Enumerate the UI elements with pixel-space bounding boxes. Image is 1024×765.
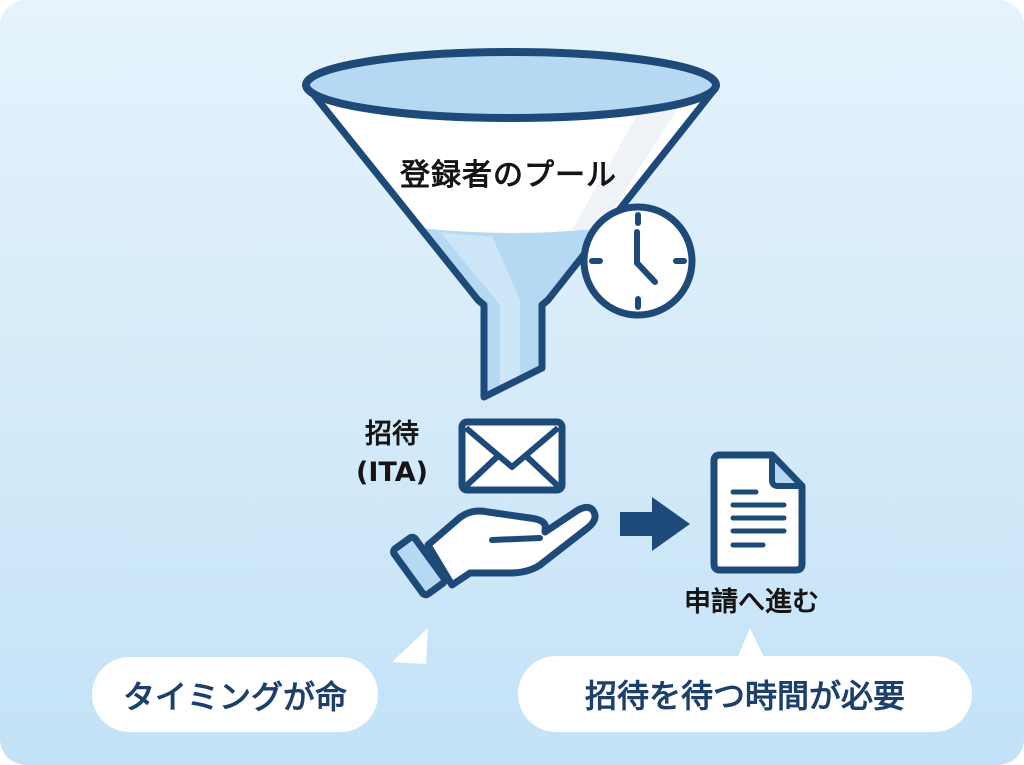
callout-wait-time: 招待を待つ時間が必要 [518, 656, 972, 732]
invitation-label: 招待 (ITA) [356, 416, 428, 492]
callout-tail-right [736, 628, 766, 661]
right-arrow-icon [620, 497, 690, 551]
funnel-label: 登録者のプール [400, 158, 617, 193]
document-icon [710, 451, 806, 574]
funnel-icon [302, 48, 720, 401]
invitation-label-line2: (ITA) [356, 457, 428, 488]
invitation-label-line1: 招待 [364, 419, 419, 450]
callout-tail-left [392, 628, 428, 664]
callout-timing: タイミングが命 [92, 657, 378, 732]
envelope-icon [458, 418, 566, 494]
application-label: 申請へ進む [684, 587, 819, 618]
open-hand-icon [390, 503, 599, 599]
clock-icon [580, 203, 696, 319]
